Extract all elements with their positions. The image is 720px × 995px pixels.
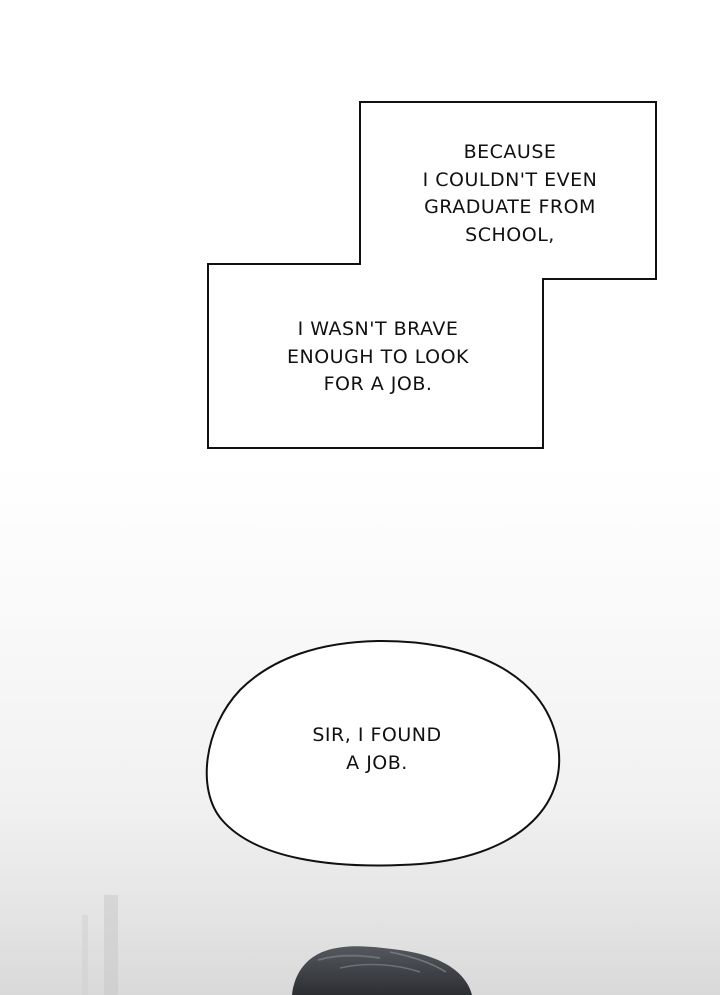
narration-caption-box	[207, 101, 657, 449]
narration-text-top: BECAUSE I COULDN'T EVEN GRADUATE FROM SC…	[422, 141, 598, 246]
speech-bubble-text: SIR, I FOUND A JOB.	[312, 724, 442, 774]
narration-text-bottom: I WASN'T BRAVE ENOUGH TO LOOK FOR A JOB.	[286, 318, 469, 395]
speech-bubble	[205, 639, 561, 867]
character-head-illustration	[82, 895, 472, 995]
